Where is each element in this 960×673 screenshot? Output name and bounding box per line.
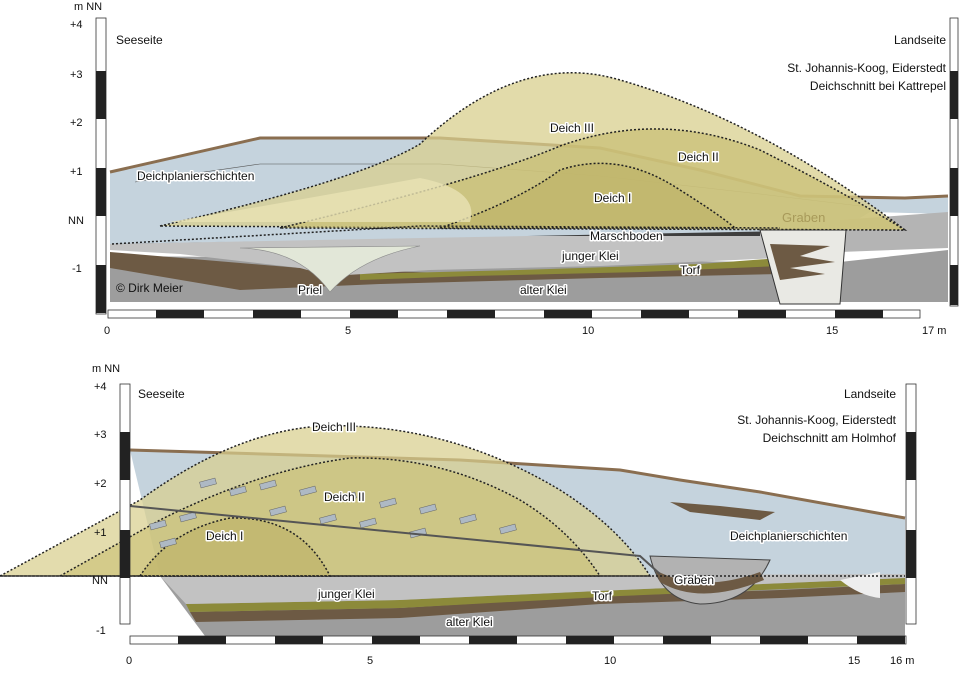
- bottom-label-junger-klei: junger Klei: [317, 587, 375, 601]
- top-label-deich-1: Deich I: [594, 191, 631, 205]
- bottom-label-deich-3: Deich III: [312, 420, 356, 434]
- top-x-tick: 10: [582, 325, 594, 337]
- bottom-x-tick: 0: [126, 655, 132, 667]
- top-y-tick: +1: [70, 166, 83, 178]
- bottom-x-tick: 16 m: [890, 655, 914, 667]
- top-label-marschboden: Marschboden: [590, 229, 663, 243]
- bottom-section-title: Deichschnitt am Holmhof: [763, 431, 897, 445]
- top-y-axis-label: m NN: [74, 1, 102, 13]
- top-label-alter-klei: alter Klei: [520, 283, 567, 297]
- bottom-label-torf: Torf: [592, 589, 613, 603]
- bottom-label-alter-klei: alter Klei: [446, 615, 493, 629]
- top-y-scale-right: [949, 17, 959, 307]
- bottom-planier-strip: [670, 502, 775, 520]
- bottom-location: St. Johannis-Koog, Eiderstedt: [737, 413, 896, 427]
- bottom-x-tick: 10: [604, 655, 616, 667]
- bottom-y-axis-label: m NN: [92, 363, 120, 375]
- top-label-planier: Deichplanierschichten: [137, 169, 254, 183]
- top-x-tick: 0: [104, 325, 110, 337]
- top-junger-klei-layer: [110, 232, 780, 276]
- top-torf-layer: [110, 252, 780, 290]
- top-x-scale: [107, 309, 921, 319]
- top-deich-1: [439, 162, 738, 229]
- bottom-y-scale: [119, 383, 131, 625]
- bottom-y-scale-right: [905, 383, 917, 625]
- top-section: m NN +4 +3 +2 +1 NN -1 0 5 10 15 17 m Se…: [68, 1, 959, 337]
- bottom-deich-1: [138, 517, 332, 577]
- bottom-label-deich-2: Deich II: [324, 490, 365, 504]
- bottom-y-tick: +4: [94, 381, 107, 393]
- top-label-torf: Torf: [680, 263, 701, 277]
- top-y-tick: +3: [70, 69, 83, 81]
- top-section-title: Deichschnitt bei Kattrepel: [810, 79, 946, 93]
- bottom-y-tick: +3: [94, 429, 107, 441]
- top-label-graben: Graben: [782, 210, 825, 225]
- bottom-label-deich-1: Deich I: [206, 529, 243, 543]
- top-location: St. Johannis-Koog, Eiderstedt: [787, 61, 946, 75]
- top-seaside-label: Seeseite: [116, 33, 163, 47]
- top-copyright: © Dirk Meier: [116, 281, 183, 295]
- top-x-tick: 17 m: [922, 325, 946, 337]
- top-x-tick: 15: [826, 325, 838, 337]
- top-landside-label: Landseite: [894, 33, 946, 47]
- top-priel: [239, 245, 421, 293]
- bottom-right-white: [840, 572, 880, 598]
- top-y-tick: -1: [72, 263, 82, 275]
- bottom-label-planier: Deichplanierschichten: [730, 529, 847, 543]
- bottom-y-tick: +2: [94, 478, 107, 490]
- bottom-inner-band: [129, 505, 661, 575]
- bottom-x-tick: 15: [848, 655, 860, 667]
- top-y-tick: +2: [70, 117, 83, 129]
- top-label-deich-2: Deich II: [678, 150, 719, 164]
- bottom-y-tick: NN: [92, 575, 108, 587]
- top-torf-olive: [360, 258, 780, 280]
- top-label-priel: Priel: [298, 283, 322, 297]
- bottom-sod-texture: [149, 477, 517, 549]
- top-x-tick: 5: [345, 325, 351, 337]
- top-sand-lens: [170, 178, 472, 222]
- top-label-deich-3: Deich III: [550, 121, 594, 135]
- bottom-landside-label: Landseite: [844, 387, 896, 401]
- bottom-seaside-label: Seeseite: [138, 387, 185, 401]
- top-base-line: [111, 225, 781, 245]
- top-y-tick: NN: [68, 215, 84, 227]
- bottom-x-tick: 5: [367, 655, 373, 667]
- top-y-tick: +4: [70, 19, 83, 31]
- bottom-section: m NN +4 +3 +2 +1 NN -1 0 5 10 15 16 m Se…: [0, 363, 917, 667]
- bottom-graben-fill: [655, 570, 764, 594]
- top-graben-fill: [770, 244, 835, 280]
- bottom-y-tick: +1: [94, 527, 107, 539]
- top-label-junger-klei: junger Klei: [561, 249, 619, 263]
- bottom-label-graben: Graben: [674, 573, 714, 587]
- bottom-y-tick: -1: [96, 625, 106, 637]
- top-y-scale: [95, 17, 107, 315]
- bottom-x-scale: [129, 635, 907, 645]
